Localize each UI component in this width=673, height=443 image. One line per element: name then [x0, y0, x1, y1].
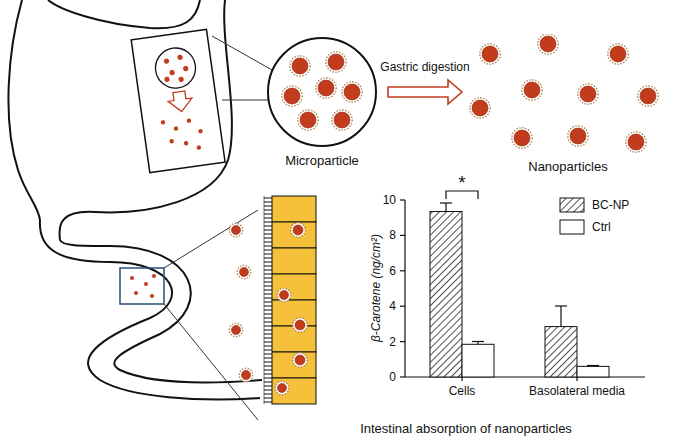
nanoparticle	[332, 110, 352, 130]
nanoparticle	[342, 82, 362, 102]
category-label: Cells	[449, 384, 476, 398]
bar	[462, 344, 494, 377]
bar-chart	[400, 191, 645, 381]
zoom-line	[164, 210, 258, 268]
nanoparticle	[522, 80, 542, 100]
legend-text: BC-NP	[592, 198, 629, 212]
nanoparticle	[512, 128, 532, 148]
node-label: Microparticle	[262, 154, 382, 168]
mini-particles	[152, 53, 205, 154]
microparticle-circle: Microparticle	[262, 36, 382, 168]
nanoparticle	[626, 132, 646, 152]
error-bar	[440, 203, 599, 366]
nanoparticle	[229, 323, 242, 336]
edge-label: Gastric digestion	[378, 60, 471, 74]
nanoparticle	[293, 318, 307, 332]
stomach-outline	[8, 0, 40, 220]
significance-bracket	[446, 191, 478, 199]
bar	[577, 366, 609, 377]
nanoparticle	[638, 86, 658, 106]
legend-swatch	[560, 220, 584, 234]
nanoparticle	[237, 265, 250, 278]
nanoparticle	[578, 84, 598, 104]
tick-label: 2	[389, 335, 396, 349]
legend-swatch	[560, 198, 584, 212]
nanoparticle	[608, 44, 628, 64]
bar	[545, 327, 577, 377]
intestine-outline	[40, 220, 260, 399]
zoom-line	[164, 304, 258, 420]
stomach-outline	[59, 0, 231, 240]
tick-label: 4	[389, 299, 396, 313]
nanoparticle	[326, 52, 346, 72]
legend-text: Ctrl	[592, 220, 611, 234]
nanoparticle	[291, 223, 305, 237]
stomach-outline	[48, 0, 200, 28]
intestine-outline	[60, 240, 262, 382]
caption: Intestinal absorption of nanoparticles	[360, 422, 572, 436]
nanoparticle	[470, 98, 490, 118]
nanoparticle	[277, 288, 290, 301]
nanoparticle	[275, 381, 288, 394]
tick-label: 10	[383, 193, 396, 207]
nanoparticle	[293, 353, 307, 367]
nanoparticle	[229, 223, 242, 236]
zoom-line	[212, 36, 272, 70]
nanoparticle	[316, 78, 336, 98]
intestine-inset-box	[120, 268, 164, 304]
tick-label: 8	[389, 228, 396, 242]
nanoparticle	[480, 44, 500, 64]
nanoparticle	[239, 368, 252, 381]
absorbed-nanoparticles	[229, 223, 307, 395]
axis-title: β-Carotene (ng/cm²)	[369, 234, 383, 342]
nanoparticle	[298, 110, 318, 130]
node-shape	[266, 36, 378, 148]
mini-microparticle	[153, 45, 198, 90]
nanoparticle	[568, 126, 588, 146]
nanoparticle	[282, 86, 302, 106]
zoom-line	[222, 100, 268, 101]
nanoparticle	[290, 56, 310, 76]
tick-label: 6	[389, 264, 396, 278]
digestion-arrow	[388, 80, 462, 104]
inset-box	[131, 29, 225, 172]
inset-arrow	[167, 90, 194, 113]
bar	[430, 212, 462, 378]
nanoparticle	[538, 34, 558, 54]
category-label: Basolateral media	[529, 384, 625, 398]
node-shape	[468, 34, 668, 154]
node-label: Nanoparticles	[464, 160, 672, 174]
nanoparticle-group: Nanoparticles	[464, 34, 672, 174]
significance-star: *	[458, 174, 465, 192]
enterocyte-column	[264, 196, 316, 404]
tick-label: 0	[389, 370, 396, 384]
